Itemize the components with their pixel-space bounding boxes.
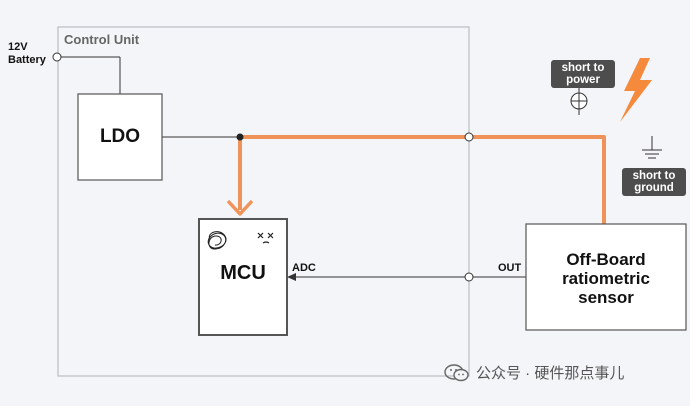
sensor-label-line3: sensor bbox=[578, 287, 634, 307]
ldo-label: LDO bbox=[99, 126, 141, 147]
sensor-label-line2: ratiometric bbox=[562, 268, 650, 288]
battery-text: Battery bbox=[8, 54, 46, 66]
watermark-text: 公众号 · 硬件那点事儿 bbox=[476, 365, 625, 382]
watermark: 公众号 · 硬件那点事儿 bbox=[444, 362, 624, 383]
adc-label: ADC bbox=[292, 262, 316, 274]
short-to-power-tag: short to power bbox=[551, 60, 615, 88]
sensor-label-line1: Off-Board bbox=[566, 249, 646, 269]
fault-path bbox=[226, 135, 606, 224]
wechat-icon bbox=[444, 363, 469, 381]
dizzy-face-icon bbox=[257, 232, 274, 244]
adc-arrowhead bbox=[287, 273, 296, 281]
short-to-power-line2: power bbox=[566, 74, 600, 86]
sensor-block bbox=[525, 223, 687, 331]
battery-voltage: 12V bbox=[8, 41, 28, 53]
junction-dot bbox=[236, 133, 244, 141]
short-to-ground-line2: ground bbox=[634, 182, 674, 194]
battery-label: 12V Battery bbox=[8, 41, 46, 67]
supply-connector bbox=[464, 132, 474, 142]
ldo-block bbox=[77, 93, 163, 181]
mcu-label: MCU bbox=[220, 261, 266, 284]
ground-symbol-icon bbox=[642, 136, 662, 159]
short-to-ground-tag: short to ground bbox=[622, 168, 686, 196]
signal-connector bbox=[464, 272, 474, 282]
battery-terminal bbox=[52, 52, 62, 62]
short-to-power-line1: short to bbox=[561, 62, 605, 74]
scribble-icon bbox=[207, 231, 227, 250]
power-symbol-icon bbox=[570, 88, 588, 115]
out-label: OUT bbox=[498, 262, 522, 274]
sensor-label: Off-Board ratiometric sensor bbox=[526, 226, 686, 330]
short-to-ground-line1: short to bbox=[632, 170, 676, 182]
mcu-block bbox=[198, 218, 288, 336]
control-unit-title: Control Unit bbox=[64, 32, 140, 47]
lightning-bolt-icon bbox=[620, 58, 652, 122]
